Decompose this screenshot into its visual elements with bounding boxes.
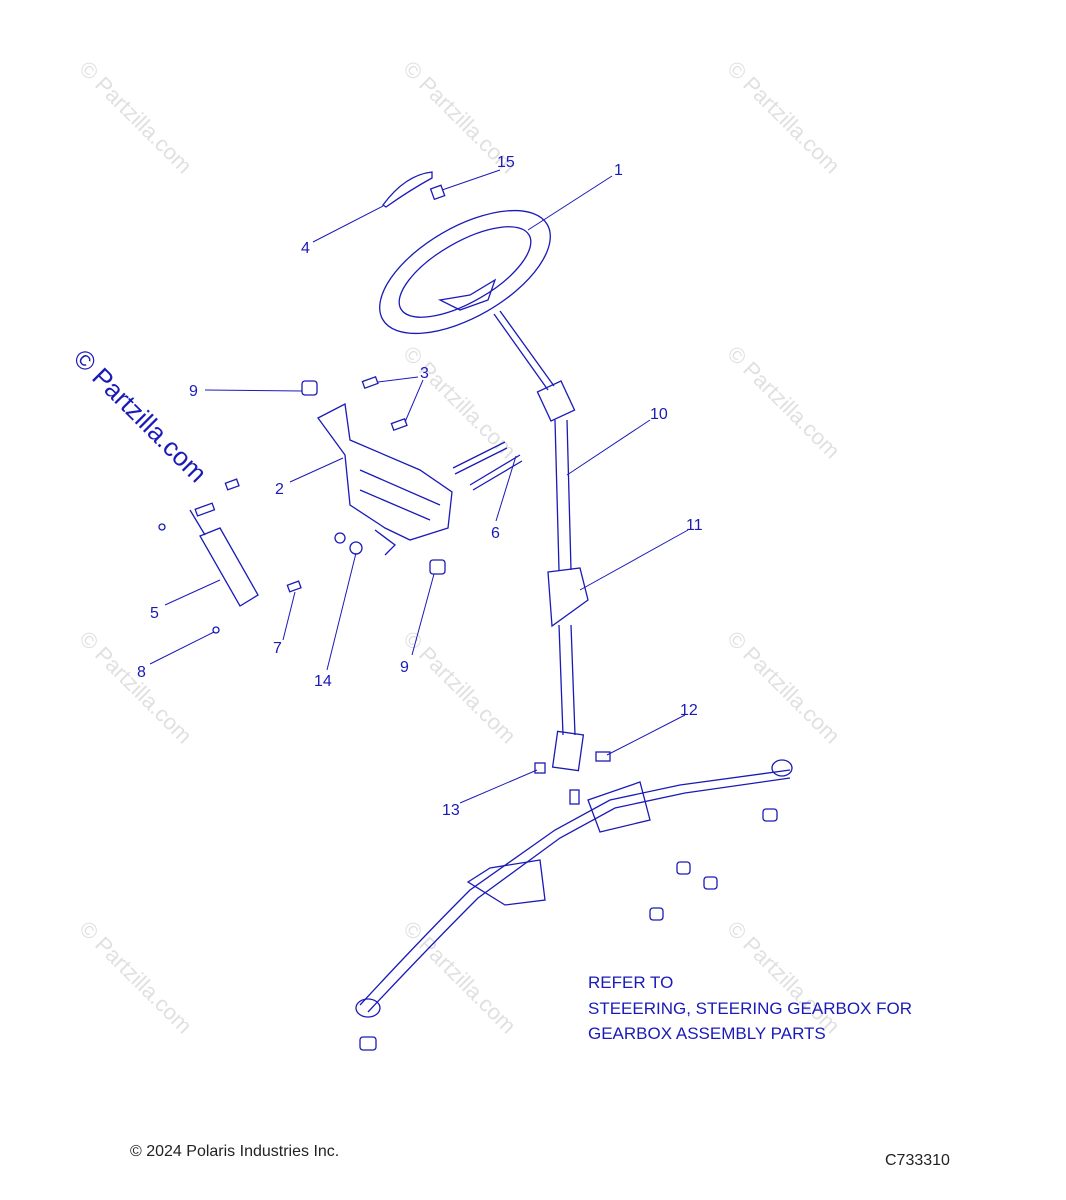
diagram-code: C733310 [885, 1152, 950, 1169]
watermark: © Partzilla.com [722, 626, 845, 749]
note-line-3: GEARBOX ASSEMBLY PARTS [588, 1024, 826, 1043]
watermark: © Partzilla.com [74, 56, 197, 179]
watermark: © Partzilla.com [398, 916, 521, 1039]
callout-14: 14 [314, 673, 332, 690]
note-line-1: REFER TO [588, 973, 674, 992]
watermark: © Partzilla.com [398, 341, 521, 464]
tilt-bracket-part [317, 402, 453, 556]
nut-small-part [158, 523, 166, 531]
nut-15-part [429, 184, 446, 201]
nut-13-part [534, 762, 546, 774]
callout-9b: 9 [400, 659, 409, 676]
watermark-main: © Partzilla.com [68, 343, 213, 488]
watermark: © Partzilla.com [74, 916, 197, 1039]
bolts-6-part [452, 441, 523, 491]
parts [158, 171, 793, 1051]
bushing-9b-part [429, 559, 446, 575]
note-line-2: STEEERING, STEERING GEARBOX FOR [588, 998, 912, 1018]
gas-strut-part [189, 502, 259, 607]
callout-1: 1 [614, 162, 623, 179]
bushing-14a-part [334, 532, 346, 544]
bolt-7-part [286, 580, 302, 593]
callout-12: 12 [680, 702, 698, 719]
upper-shaft-part [493, 310, 576, 422]
steering-rack-part [355, 759, 793, 1051]
callout-6: 6 [491, 525, 500, 542]
callout-13: 13 [442, 802, 460, 819]
callout-9a: 9 [189, 383, 198, 400]
lower-joint-part [551, 730, 585, 772]
callout-4: 4 [301, 240, 310, 257]
watermark: © Partzilla.com [398, 626, 521, 749]
callout-2: 2 [275, 481, 284, 498]
steering-wheel [379, 209, 551, 335]
shaft-boot-part [547, 567, 589, 628]
leader-lines [149, 169, 689, 804]
nut-8-part [212, 626, 220, 634]
callout-3: 3 [420, 365, 429, 382]
watermarks: © Partzilla.com © Partzilla.com © Partzi… [68, 56, 845, 1039]
watermark: © Partzilla.com [722, 56, 845, 179]
wheel-cover-part [382, 171, 433, 208]
copyright-text: © 2024 Polaris Industries Inc. [130, 1143, 340, 1160]
callout-15: 15 [497, 154, 515, 171]
bolt-12-part [595, 751, 611, 762]
callout-5: 5 [150, 605, 159, 622]
watermark: © Partzilla.com [722, 341, 845, 464]
rack-nut-part [649, 907, 664, 921]
reference-note: REFER TO STEEERING, STEERING GEARBOX FOR… [588, 970, 912, 1047]
cap-3b-part [390, 417, 408, 431]
callout-10: 10 [650, 406, 668, 423]
callout-7: 7 [273, 640, 282, 657]
bolt-upper-part [224, 478, 240, 491]
bushing-14b-part [349, 541, 363, 555]
rack-nut-part [703, 876, 718, 890]
callout-11: 11 [686, 517, 703, 534]
bushing-9a-part [301, 380, 318, 396]
watermark: © Partzilla.com [74, 626, 197, 749]
callout-8: 8 [137, 664, 146, 681]
callouts: 1 15 4 9 3 2 6 10 11 5 7 8 14 9 12 13 [137, 154, 703, 819]
intermediate-shaft-part [554, 419, 576, 736]
cap-3a-part [361, 375, 379, 389]
rack-nut-part [676, 861, 691, 875]
